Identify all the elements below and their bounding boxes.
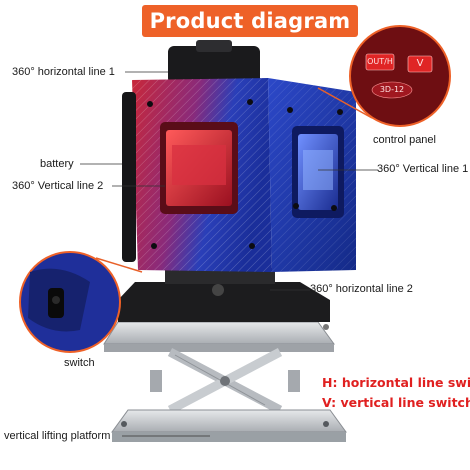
legend-h-key: H	[322, 375, 333, 390]
panel-button-out-h: OUT/H	[367, 57, 393, 66]
label-horizontal-line-1: 360° horizontal line 1	[12, 66, 115, 78]
legend-h-text: : horizontal line switch	[332, 375, 470, 390]
lifting-platform	[103, 321, 347, 442]
label-battery: battery	[40, 158, 74, 170]
battery-pack	[122, 92, 136, 262]
legend-v-text: : vertical line switch	[331, 395, 470, 410]
label-horizontal-line-2: 360° horizontal line 2	[310, 283, 413, 295]
label-vertical-line-1: 360° Vertical line 1	[377, 163, 469, 175]
title-banner: Product diagram	[142, 5, 358, 37]
legend-horizontal-switch: H: horizontal line switch	[322, 375, 470, 391]
legend-vertical-switch: V: vertical line switch	[322, 395, 470, 411]
laser-base	[118, 268, 330, 330]
label-lifting-platform: vertical lifting platform	[4, 430, 111, 442]
legend-v-key: V	[322, 395, 332, 410]
page-title: Product diagram	[149, 9, 351, 33]
panel-model-label: 3D-12	[379, 85, 405, 94]
switch-zoom	[19, 251, 143, 353]
laser-body	[122, 40, 356, 272]
label-control-panel: control panel	[373, 134, 436, 146]
control-panel-zoom	[317, 25, 451, 127]
label-switch: switch	[64, 357, 95, 369]
label-vertical-line-2: 360° Vertical line 2	[12, 180, 104, 192]
panel-button-v: V	[416, 58, 424, 69]
